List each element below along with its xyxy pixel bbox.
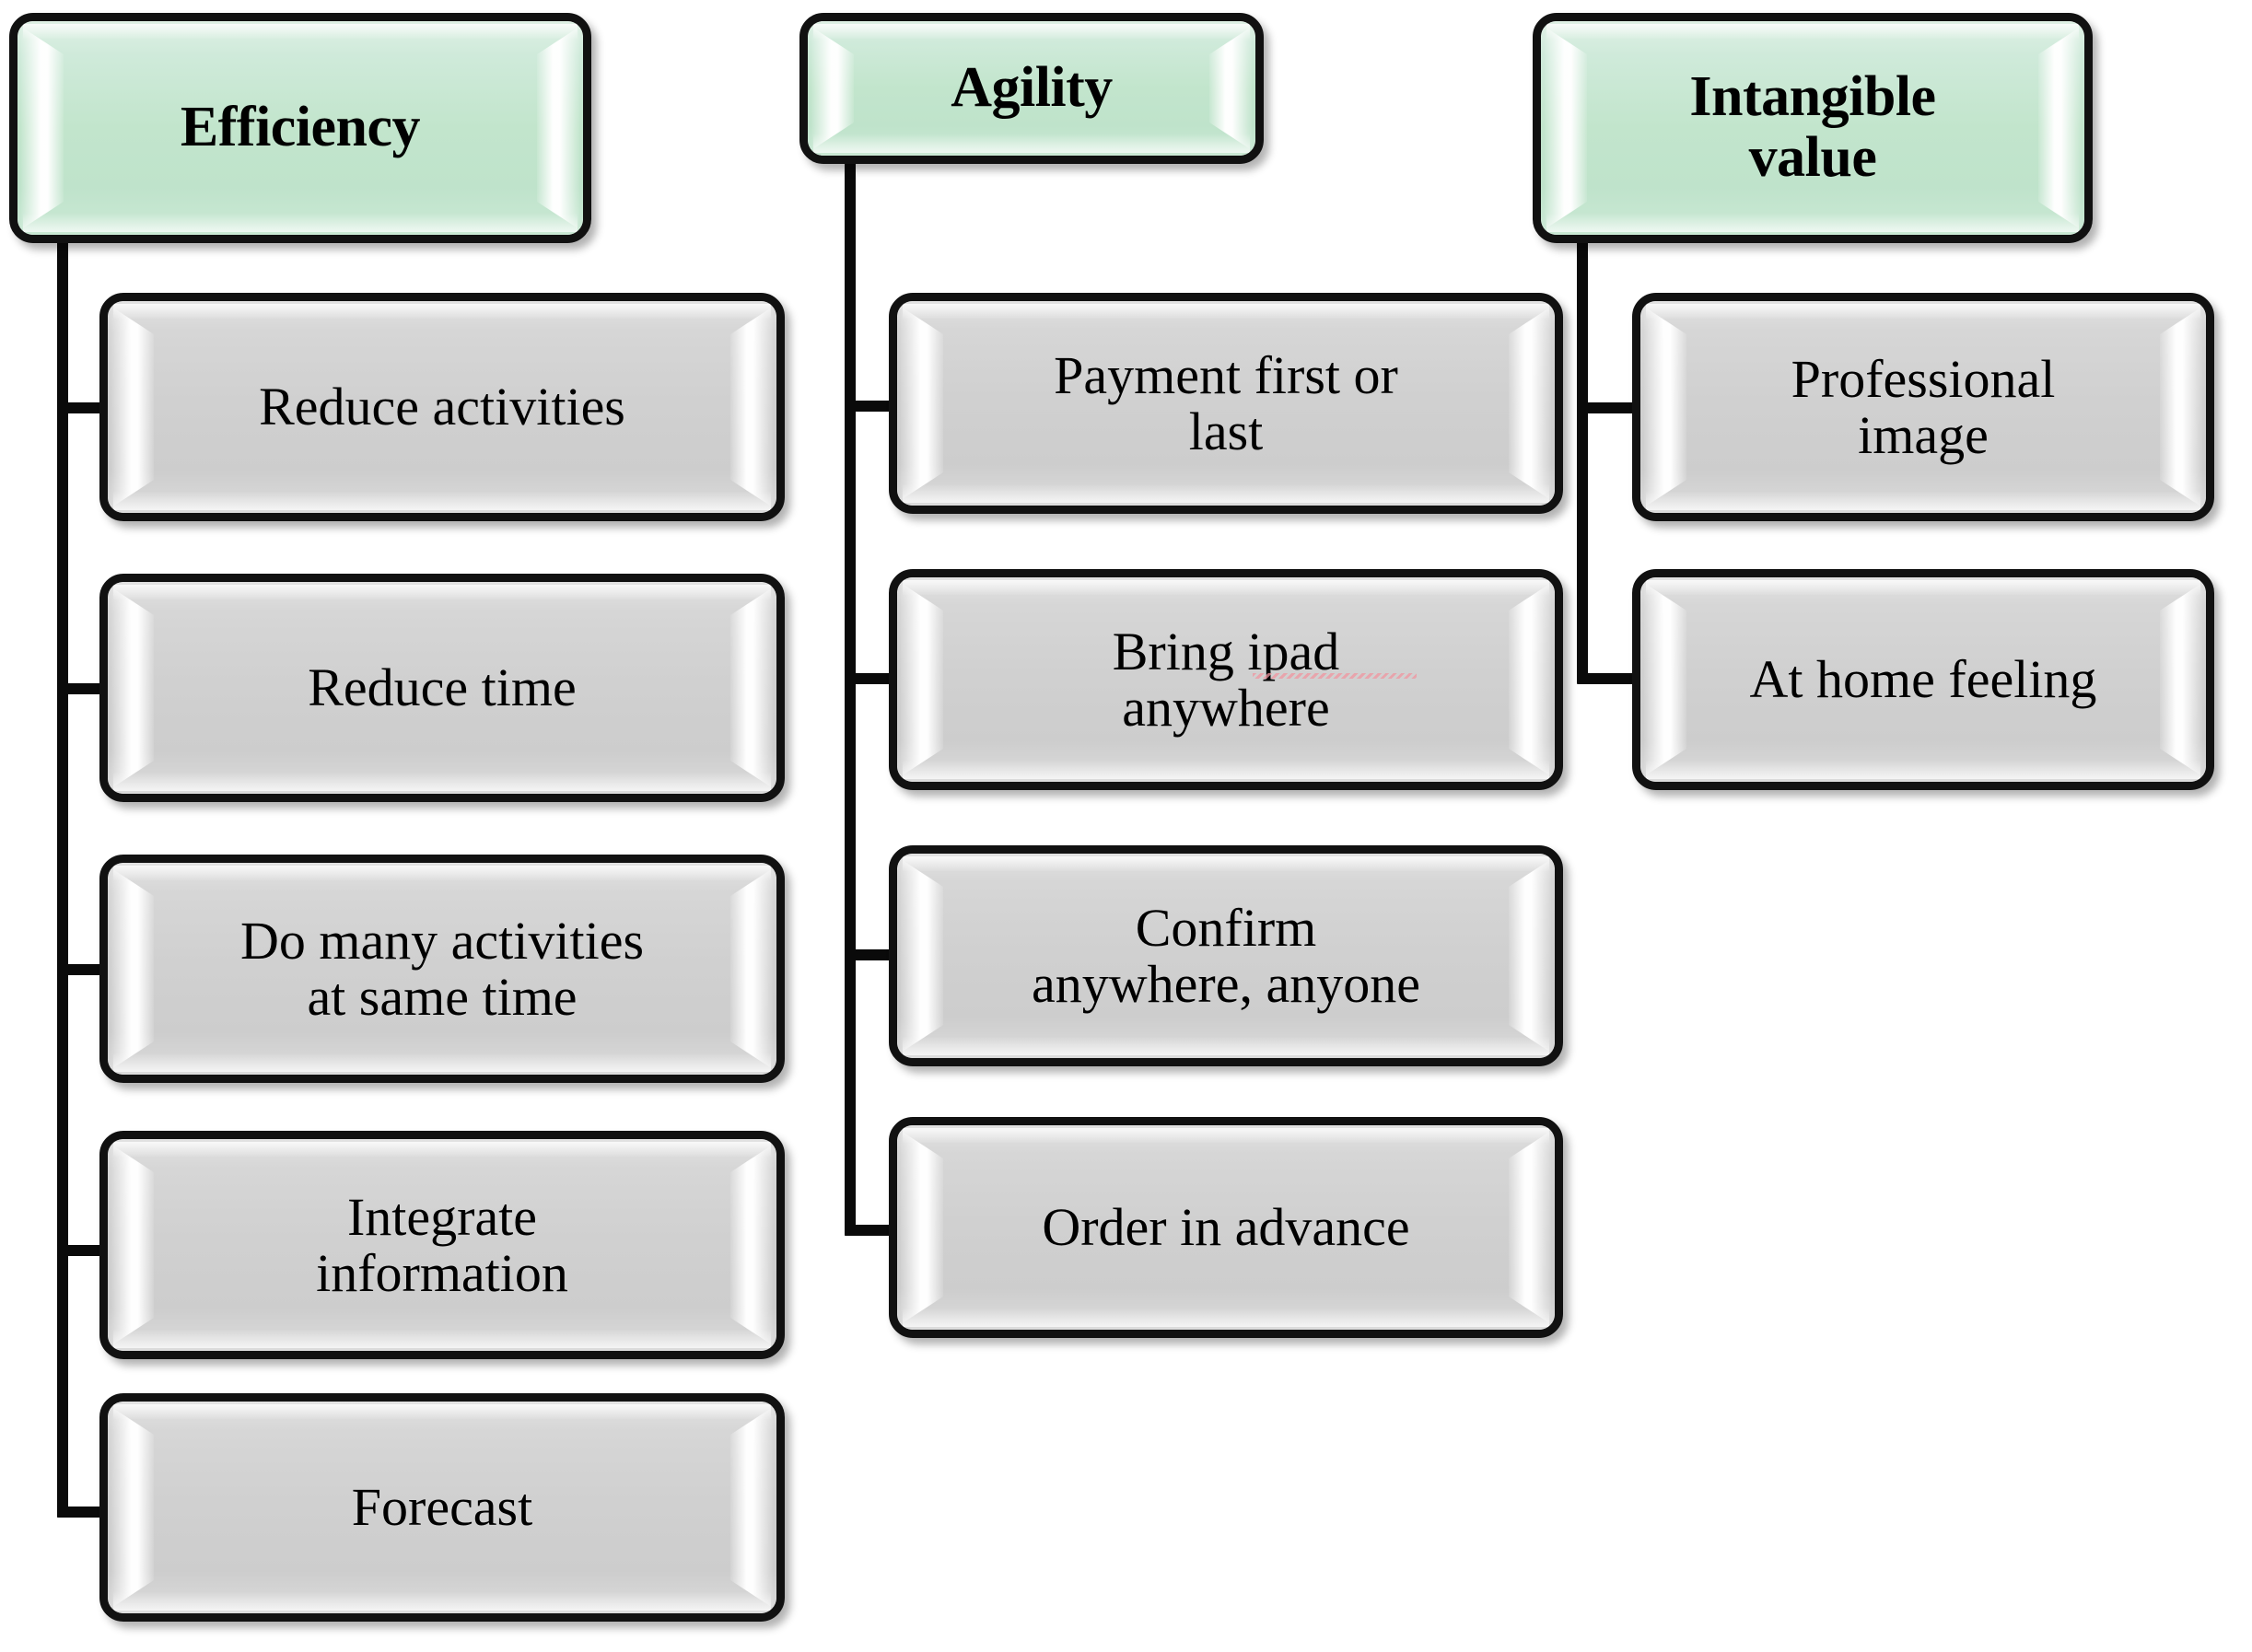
connector-trunk-efficiency xyxy=(57,228,68,1518)
child-node-at-home-feeling[interactable]: At home feeling xyxy=(1632,569,2214,790)
connector-stub-agility-3 xyxy=(845,949,896,960)
child-label: Professional image xyxy=(1791,348,2056,465)
node-face xyxy=(108,863,776,1075)
header-node-efficiency[interactable]: Efficiency xyxy=(9,13,591,243)
child-label: Forecast xyxy=(351,1477,533,1538)
node-face xyxy=(1640,577,2206,782)
connector-stub-intangible-2 xyxy=(1577,673,1639,684)
header-label-efficiency: Efficiency xyxy=(180,96,421,159)
child-node-forecast[interactable]: Forecast xyxy=(99,1393,785,1622)
child-label: Do many activities at same time xyxy=(239,910,645,1027)
connector-stub-efficiency-5 xyxy=(57,1507,107,1518)
child-label: Bring ipad anywhere xyxy=(1112,621,1340,738)
child-node-bring-ipad-anywhere[interactable]: Bring ipad anywhere xyxy=(889,569,1563,790)
child-node-professional-image[interactable]: Professional image xyxy=(1632,293,2214,521)
connector-trunk-agility xyxy=(845,149,856,1236)
child-label: Order in advance xyxy=(1042,1197,1410,1258)
node-face xyxy=(1640,301,2206,513)
child-label: Integrate information xyxy=(316,1186,568,1303)
node-face xyxy=(108,1139,776,1351)
node-face xyxy=(108,301,776,513)
child-label: Payment first or last xyxy=(1054,344,1398,461)
header-label-agility: Agility xyxy=(951,56,1113,120)
child-node-payment-first-or-last[interactable]: Payment first or last xyxy=(889,293,1563,514)
child-node-do-many-activities-at-same-time[interactable]: Do many activities at same time xyxy=(99,855,785,1083)
node-face xyxy=(18,21,583,235)
connector-stub-efficiency-2 xyxy=(57,683,107,694)
node-face xyxy=(897,1125,1555,1330)
spellcheck-squiggle-ipad xyxy=(1253,673,1417,679)
node-face xyxy=(108,1402,776,1613)
connector-stub-efficiency-3 xyxy=(57,964,107,975)
child-node-reduce-time[interactable]: Reduce time xyxy=(99,574,785,802)
child-label: At home feeling xyxy=(1749,649,2097,710)
child-node-integrate-information[interactable]: Integrate information xyxy=(99,1131,785,1359)
node-face xyxy=(897,577,1555,782)
header-node-agility[interactable]: Agility xyxy=(799,13,1264,164)
node-face xyxy=(808,21,1255,156)
connector-stub-intangible-1 xyxy=(1577,402,1639,413)
connector-stub-agility-1 xyxy=(845,401,896,412)
node-face xyxy=(108,582,776,794)
node-face xyxy=(897,301,1555,506)
child-label: Reduce time xyxy=(308,657,577,718)
child-node-order-in-advance[interactable]: Order in advance xyxy=(889,1117,1563,1338)
header-label-intangible-value: Intangible value xyxy=(1689,65,1936,189)
connector-trunk-intangible-value xyxy=(1577,228,1588,683)
node-face xyxy=(897,854,1555,1058)
header-node-intangible-value[interactable]: Intangible value xyxy=(1533,13,2093,243)
child-node-reduce-activities[interactable]: Reduce activities xyxy=(99,293,785,521)
connector-stub-efficiency-1 xyxy=(57,402,107,413)
child-label: Confirm anywhere, anyone xyxy=(1032,897,1420,1014)
connector-stub-agility-2 xyxy=(845,673,896,684)
connector-stub-agility-4 xyxy=(845,1225,896,1236)
child-node-confirm-anywhere-anyone[interactable]: Confirm anywhere, anyone xyxy=(889,845,1563,1066)
child-label: Reduce activities xyxy=(259,377,625,437)
node-face xyxy=(1541,21,2084,235)
connector-stub-efficiency-4 xyxy=(57,1245,107,1256)
